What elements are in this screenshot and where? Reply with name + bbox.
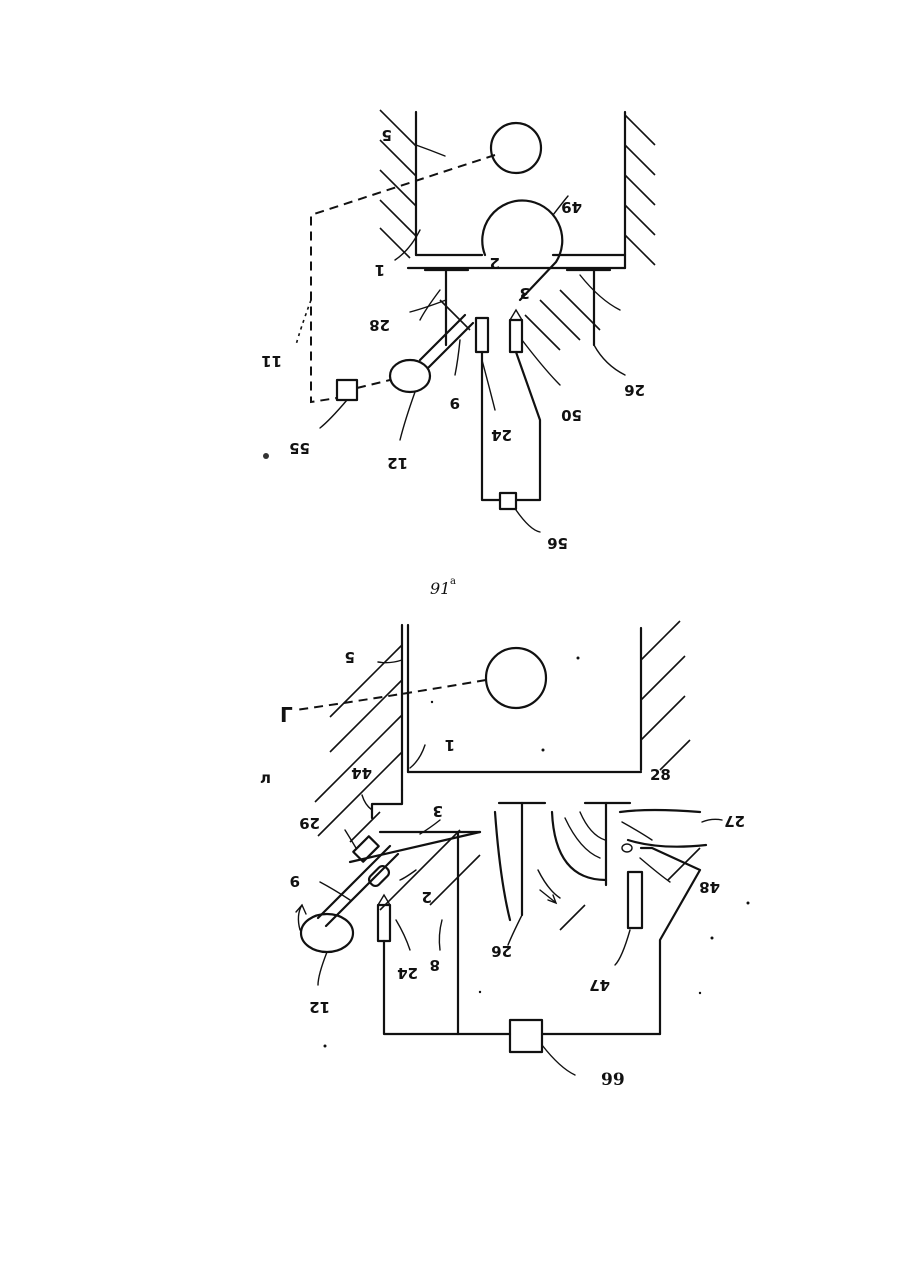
sensor-circle-b <box>486 648 546 708</box>
label-bottom-44: 44 <box>351 764 372 782</box>
injector-rod-b <box>318 846 390 918</box>
spark-plug-24 <box>476 318 488 352</box>
controller-box-55 <box>337 380 357 400</box>
label-top-5: 5 <box>382 126 392 144</box>
signal-line-dashed-b <box>296 680 486 710</box>
sensor-circle <box>491 123 541 173</box>
label-bottom-29: 29 <box>299 814 320 832</box>
wire-left <box>482 352 500 500</box>
signal-leader-11 <box>296 300 311 345</box>
label-bottom-27: 27 <box>724 812 745 830</box>
label-bottom-47: 47 <box>589 976 610 994</box>
label-top-50: 50 <box>561 406 582 424</box>
label-bottom-99: 99 <box>601 1070 625 1090</box>
label-top-24: 24 <box>491 426 512 444</box>
port-curve-left <box>420 290 440 320</box>
figure-bottom: 5 Г 1 44 3 28 27 л 29 9 2 8 24 26 48 47 … <box>260 621 750 1090</box>
label-top-12: 12 <box>387 454 408 472</box>
spark-plug-47 <box>628 872 642 928</box>
label-bottom-3: 3 <box>433 802 443 820</box>
label-top-1: 1 <box>375 261 385 279</box>
port-curve-right <box>580 275 620 310</box>
label-top-49: 49 <box>561 198 582 216</box>
caption-superscript: a <box>450 576 456 587</box>
pump-ellipse-b <box>301 914 353 952</box>
wire-right <box>516 352 540 500</box>
label-bottom-26: 26 <box>491 942 512 960</box>
label-bottom-l: л <box>260 769 271 787</box>
label-bottom-12: 12 <box>309 998 330 1016</box>
stray-mark <box>263 453 269 459</box>
label-bottom-5: 5 <box>345 648 355 666</box>
label-bottom-8: 8 <box>430 956 440 974</box>
label-top-56: 56 <box>547 534 568 552</box>
label-bottom-1: 1 <box>445 736 455 754</box>
figure-top: 5 49 1 2 3 28 11 9 26 24 50 55 12 56 <box>261 110 655 552</box>
injector-8 <box>367 864 391 888</box>
intake-lower <box>628 840 706 847</box>
label-bottom-2: 2 <box>422 888 432 906</box>
right-wall-hatching <box>625 115 655 265</box>
label-top-3: 3 <box>520 284 530 302</box>
pump-ellipse <box>390 360 430 392</box>
right-outer-wall <box>641 848 700 1034</box>
label-top-2: 2 <box>490 254 500 272</box>
head-step-left <box>372 790 402 818</box>
caption-number: 91 <box>430 579 450 598</box>
label-bottom-G: Г <box>280 703 293 727</box>
spark-plug-50 <box>510 320 522 352</box>
controller-box-99 <box>510 1020 542 1052</box>
port-curve-b2 <box>552 812 606 880</box>
label-top-11: 11 <box>261 352 282 370</box>
intake-upper <box>620 810 700 812</box>
label-top-26: 26 <box>624 381 645 399</box>
controller-box-56 <box>500 493 516 509</box>
label-bottom-28: 28 <box>650 766 671 784</box>
label-bottom-24: 24 <box>397 964 418 982</box>
port-curve-b1 <box>495 812 510 920</box>
label-bottom-48: 48 <box>699 878 720 896</box>
label-top-28: 28 <box>369 316 390 334</box>
right-wall-hatching-b <box>560 621 700 930</box>
label-bottom-9: 9 <box>290 872 300 890</box>
wire-left-b <box>384 941 510 1034</box>
spark-plug-24-b <box>378 905 390 941</box>
figure-caption: 91 a <box>430 576 456 598</box>
label-top-9: 9 <box>450 394 460 412</box>
injector-29 <box>353 836 378 861</box>
label-top-55: 55 <box>289 439 310 457</box>
